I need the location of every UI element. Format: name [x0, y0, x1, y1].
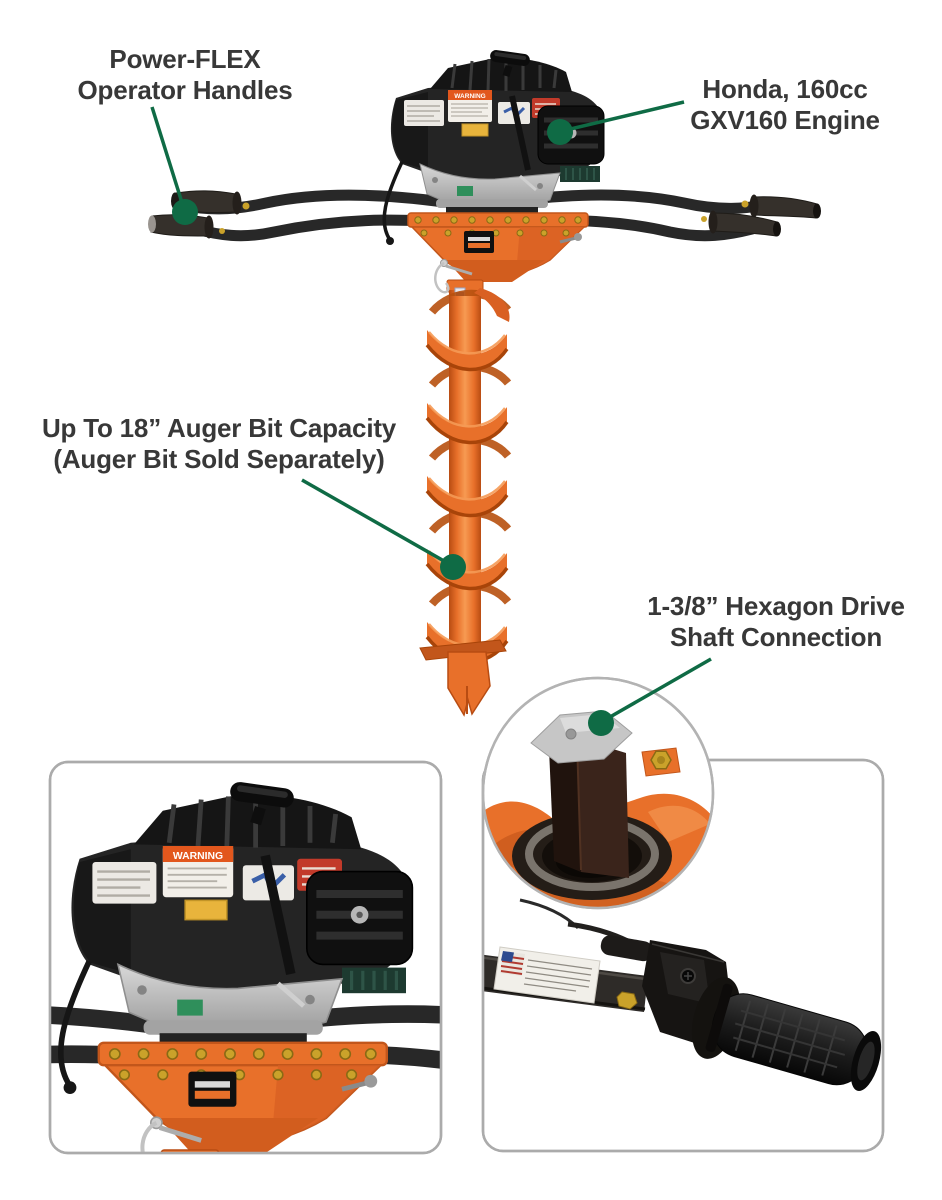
callout-line: [150, 106, 186, 210]
callout-dot: [547, 119, 573, 145]
callout-auger-pointer: [301, 478, 466, 580]
main-product-photo: [148, 49, 821, 717]
callout-dot: [172, 199, 198, 225]
auger-fishtail-point: [419, 639, 507, 717]
inset-engine-photo: [48, 760, 443, 1155]
callout-line: [561, 100, 685, 133]
callout-engine-pointer: [547, 100, 685, 145]
callout-shaft-pointer: [588, 657, 712, 736]
callout-line: [301, 478, 452, 567]
callout-dot: [588, 710, 614, 736]
callout-dot: [440, 554, 466, 580]
flag-sticker: [493, 946, 601, 1004]
brass-nut: [616, 991, 638, 1010]
callout-handles-pointer: [150, 106, 198, 225]
callout-line: [602, 657, 712, 723]
handle-grip: [705, 983, 882, 1092]
